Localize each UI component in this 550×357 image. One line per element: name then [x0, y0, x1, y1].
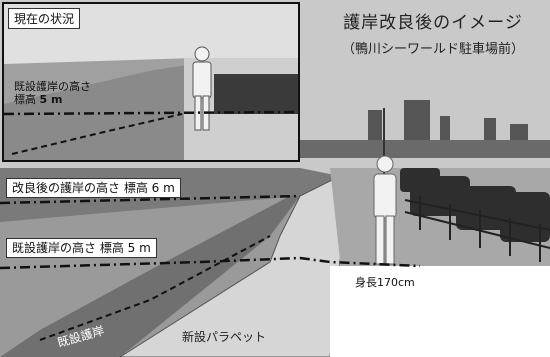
inset-illustration — [3, 4, 299, 160]
person-height-label: 身長170cm — [355, 276, 415, 289]
person-figure — [373, 155, 397, 265]
railing — [404, 196, 550, 262]
main-title-line2: （鴨川シーワールド駐車場前） — [341, 42, 524, 57]
inset-existing-height-label: 既設護岸の高さ 標高 5 m — [14, 80, 91, 106]
main-title-line1: 護岸改良後のイメージ — [343, 13, 523, 33]
distant-buildings — [300, 100, 550, 158]
inset-label-line2: 標高 5 m — [14, 93, 91, 106]
existing-height-line — [0, 256, 421, 270]
inset-label-value: 5 m — [39, 93, 63, 106]
inset-label-prefix: 標高 — [14, 93, 36, 106]
existing-height-label: 既設護岸の高さ 標高 5 m — [6, 238, 157, 258]
improved-height-label: 改良後の護岸の高さ 標高 6 m — [6, 178, 181, 198]
inset-title: 現在の状況 — [8, 8, 81, 29]
road-surface — [330, 266, 550, 357]
main-title: 護岸改良後のイメージ （鴨川シーワールド駐車場前） — [318, 8, 548, 57]
inset-label-line1: 既設護岸の高さ — [14, 80, 91, 93]
current-status-inset: 現在の状況 既設護岸の高さ 標高 5 m — [2, 2, 300, 162]
new-parapet-label: 新設パラペット — [182, 330, 267, 344]
existing-revetment-shape — [0, 196, 300, 357]
